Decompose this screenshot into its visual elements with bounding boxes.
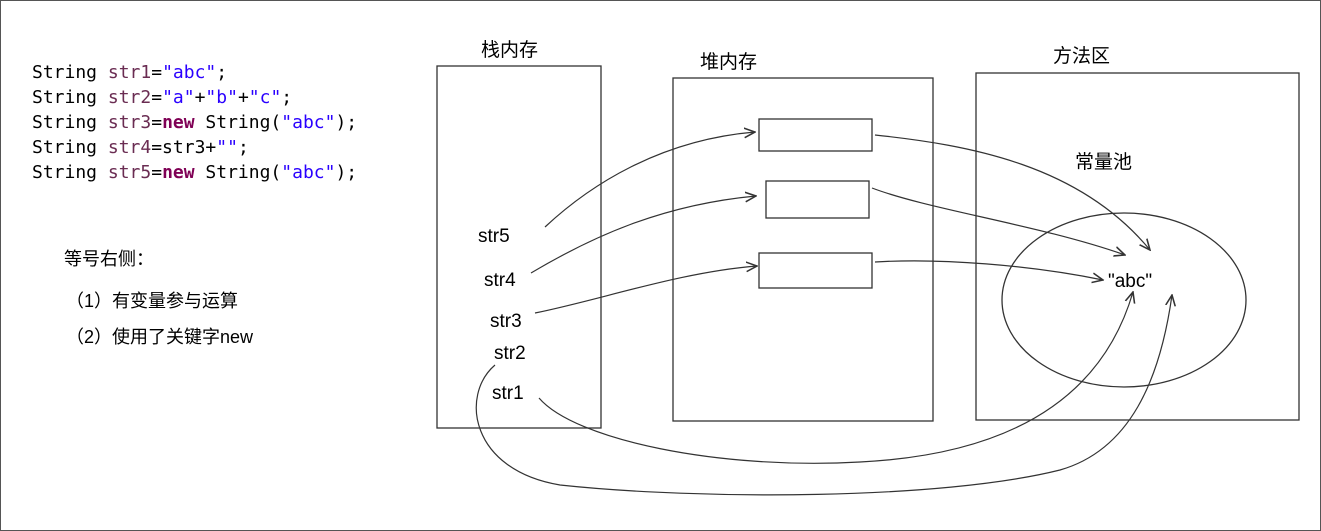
code-token: = [151, 87, 163, 108]
code-token: str5 [107, 162, 152, 183]
code-token: str3 [107, 112, 152, 133]
note-heading: 等号右侧： [64, 249, 154, 269]
arrow-heap1-to-pool [874, 134, 1150, 250]
code-token: String [32, 87, 108, 108]
code-line: String str2="a"+"b"+"c"; [32, 85, 357, 110]
code-token: str4 [107, 137, 152, 158]
code-line: String str1="abc"; [32, 60, 357, 85]
code-token: = [151, 162, 163, 183]
code-token: "abc" [281, 112, 336, 133]
arrow-heap2-to-pool [871, 187, 1125, 255]
arrow-str1-to-pool [538, 292, 1133, 464]
code-token: String [32, 162, 108, 183]
code-token: new [162, 162, 195, 183]
heap-object-2 [765, 180, 870, 219]
code-token: "b" [205, 87, 238, 108]
code-token: ; [281, 87, 293, 108]
note-item-1: （1）有变量参与运算 [66, 291, 239, 311]
stack-var-str1: str1 [492, 383, 524, 404]
stack-memory-box [436, 65, 602, 429]
code-token: new [162, 112, 195, 133]
arrow-str2-to-pool [475, 295, 1172, 496]
code-token: + [194, 87, 206, 108]
arrow-str5-to-heap [544, 132, 755, 228]
code-token: String [32, 62, 108, 83]
arrow-str4-to-heap [530, 196, 756, 274]
code-token: String( [194, 162, 282, 183]
arrow-str3-to-heap [534, 266, 757, 314]
code-token: = [151, 112, 163, 133]
stack-var-str5: str5 [478, 226, 510, 247]
code-token: ; [237, 137, 249, 158]
stack-memory-label: 栈内存 [481, 39, 538, 61]
code-line: String str4=str3+""; [32, 135, 357, 160]
code-token: String [32, 112, 108, 133]
constant-pool-circle [1001, 212, 1247, 388]
code-token: =str3+ [151, 137, 217, 158]
code-token: "abc" [162, 62, 217, 83]
code-token: ; [216, 62, 228, 83]
heap-object-3 [758, 252, 873, 289]
code-token: "c" [248, 87, 282, 108]
heap-memory-label: 堆内存 [700, 51, 757, 73]
note-item-2: （2）使用了关键字new [66, 327, 254, 347]
code-token: ); [335, 112, 358, 133]
code-token: String [32, 137, 108, 158]
heap-object-1 [758, 118, 873, 152]
heap-memory-box [672, 77, 934, 422]
code-token: str1 [107, 62, 152, 83]
stack-var-str2: str2 [494, 343, 526, 364]
code-token: = [151, 62, 163, 83]
method-area-label: 方法区 [1053, 45, 1110, 67]
arrow-heap3-to-pool [874, 260, 1103, 280]
code-token: ); [335, 162, 358, 183]
code-token: str2 [107, 87, 152, 108]
code-token: "abc" [281, 162, 336, 183]
code-token: String( [194, 112, 282, 133]
code-block: String str1="abc";String str2="a"+"b"+"c… [32, 60, 357, 185]
method-area-box [975, 72, 1300, 421]
constant-pool-value: "abc" [1108, 271, 1152, 292]
code-token: + [237, 87, 249, 108]
code-line: String str3=new String("abc"); [32, 110, 357, 135]
constant-pool-label: 常量池 [1075, 151, 1132, 173]
stack-var-str4: str4 [484, 270, 516, 291]
code-token: "a" [162, 87, 195, 108]
code-token: "" [216, 137, 238, 158]
stack-var-str3: str3 [490, 311, 522, 332]
code-line: String str5=new String("abc"); [32, 160, 357, 185]
